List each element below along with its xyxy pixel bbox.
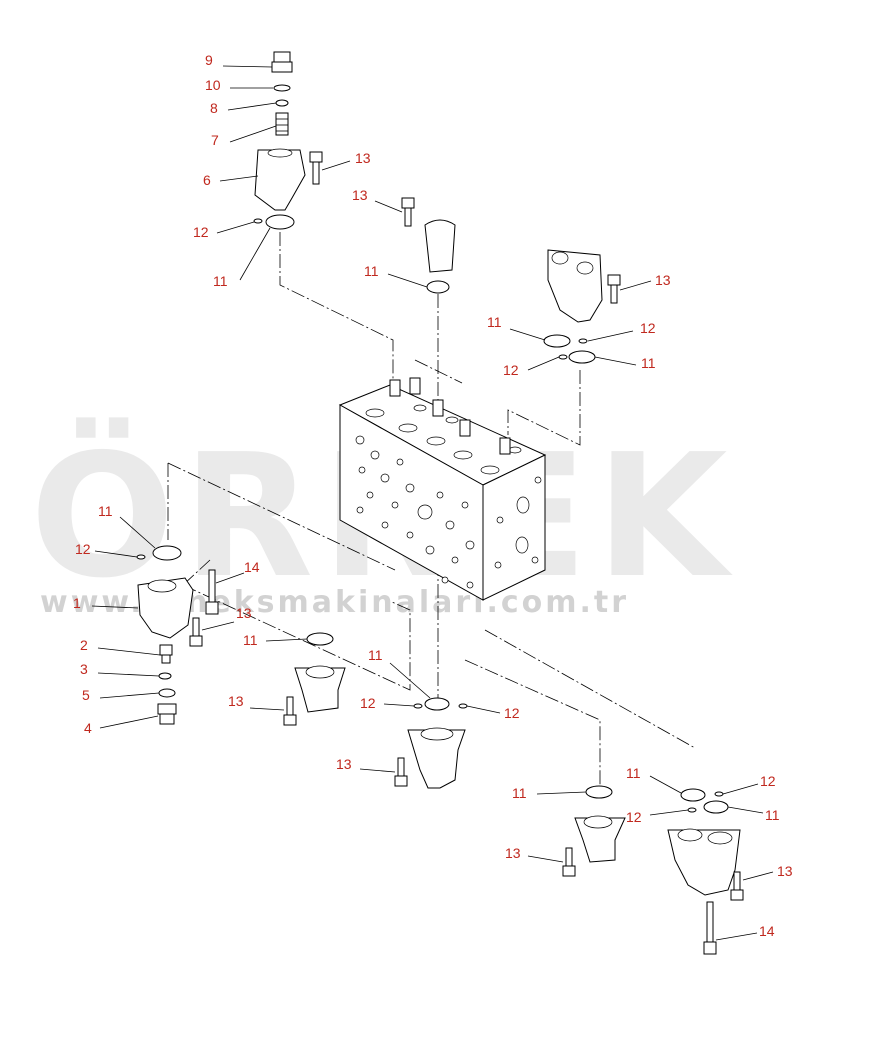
- o-ring-12-lowright-b: [687, 807, 697, 813]
- o-ring-11-lowleft: [306, 632, 334, 646]
- o-ring-12-top: [253, 218, 263, 224]
- callout-13-c: 13: [655, 272, 671, 288]
- watermark-url: www.orneksmakinalari.com.tr: [40, 585, 629, 620]
- cover-6: [254, 148, 306, 211]
- ring-3: [158, 672, 172, 680]
- fitting-2: [159, 644, 173, 664]
- callout-11-h: 11: [512, 785, 527, 801]
- bolt-13-lowright-b: [730, 871, 744, 901]
- callout-9: 9: [205, 52, 213, 68]
- callout-14-a: 14: [244, 559, 260, 575]
- callout-12-a: 12: [193, 224, 209, 240]
- callout-12-e: 12: [360, 695, 376, 711]
- callout-11-b: 11: [364, 263, 379, 279]
- center-cap-group: [401, 197, 456, 294]
- bolt-13-lowcenter: [394, 757, 408, 787]
- callout-labels: 9 10 8 7 6 13 13 12 11 11 13 11 12 12 11…: [73, 52, 793, 939]
- bolt-13-center: [401, 197, 415, 227]
- lower-center-cap-group: [394, 697, 468, 789]
- right-valve-group: [543, 249, 621, 364]
- callout-12-h: 12: [626, 809, 642, 825]
- lower-right-cap-a: [574, 817, 626, 863]
- callout-3: 3: [80, 661, 88, 677]
- o-ring-11-lowright-c: [703, 800, 729, 814]
- callout-4: 4: [84, 720, 92, 736]
- o-ring-5: [158, 688, 176, 698]
- callout-11-d: 11: [641, 355, 656, 371]
- callout-12-b: 12: [640, 320, 656, 336]
- callout-11-g: 11: [368, 647, 383, 663]
- o-ring-12-right-a: [578, 338, 588, 344]
- plug-9: [271, 51, 293, 73]
- lower-left-cap-group: [283, 632, 346, 726]
- callout-11-j: 11: [765, 807, 780, 823]
- o-ring-12-left: [136, 554, 146, 560]
- o-ring-11-lowright-b: [680, 788, 706, 802]
- left-valve-group: [136, 545, 219, 725]
- callout-11-c: 11: [487, 314, 502, 330]
- callout-8: 8: [210, 100, 218, 116]
- control-valve-body: [338, 377, 547, 601]
- leader-lines: [91, 65, 774, 941]
- o-ring-10: [273, 84, 291, 92]
- o-ring-12-lowright-a: [714, 791, 724, 797]
- bolt-14-left: [205, 569, 219, 615]
- callout-11-a: 11: [213, 273, 228, 289]
- callout-13-b: 13: [352, 187, 368, 203]
- plug-4: [157, 703, 177, 725]
- callout-12-g: 12: [760, 773, 776, 789]
- top-parts-stack: [253, 51, 323, 230]
- bolt-13-right: [607, 274, 621, 304]
- bolt-13-lowleft: [283, 696, 297, 726]
- o-ring-11-right-b: [568, 350, 596, 364]
- callout-12-c: 12: [503, 362, 519, 378]
- callout-13-g: 13: [505, 845, 521, 861]
- o-ring-11-right-a: [543, 334, 571, 348]
- callout-2: 2: [80, 637, 88, 653]
- center-cap: [424, 219, 456, 273]
- bolt-14-lowright: [703, 901, 717, 955]
- callout-14-b: 14: [759, 923, 775, 939]
- o-ring-12-lowcenter-b: [458, 703, 468, 709]
- callout-5: 5: [82, 687, 90, 703]
- lower-right-valve: [667, 829, 741, 896]
- lower-left-cap: [294, 667, 346, 713]
- o-ring-12-lowcenter-a: [413, 703, 423, 709]
- bolt-13-left: [189, 617, 203, 647]
- callout-13-e: 13: [228, 693, 244, 709]
- callout-12-d: 12: [75, 541, 91, 557]
- valve-1: [137, 577, 194, 639]
- bolt-13-top: [309, 151, 323, 185]
- callout-11-e: 11: [98, 503, 113, 519]
- ring-8: [275, 99, 289, 107]
- callout-11-i: 11: [626, 765, 641, 781]
- callout-13-a: 13: [355, 150, 371, 166]
- o-ring-11-center: [426, 280, 450, 294]
- o-ring-11-lowright-a: [585, 785, 613, 799]
- bolt-13-lowright-a: [562, 847, 576, 877]
- spring-7: [275, 112, 289, 136]
- callout-10: 10: [205, 77, 221, 93]
- o-ring-12-right-b: [558, 354, 568, 360]
- o-ring-11-left: [152, 545, 182, 561]
- callout-7: 7: [211, 132, 219, 148]
- lower-center-cap: [407, 729, 466, 789]
- callout-13-h: 13: [777, 863, 793, 879]
- assembly-lines: [167, 232, 696, 785]
- callout-13-d: 13: [236, 605, 252, 621]
- callout-6: 6: [203, 172, 211, 188]
- callout-13-f: 13: [336, 756, 352, 772]
- callout-11-f: 11: [243, 632, 258, 648]
- lower-right-group: [562, 785, 744, 955]
- o-ring-11-lowcenter: [424, 697, 450, 711]
- o-ring-11-top: [265, 214, 295, 230]
- callout-12-f: 12: [504, 705, 520, 721]
- callout-1: 1: [73, 595, 81, 611]
